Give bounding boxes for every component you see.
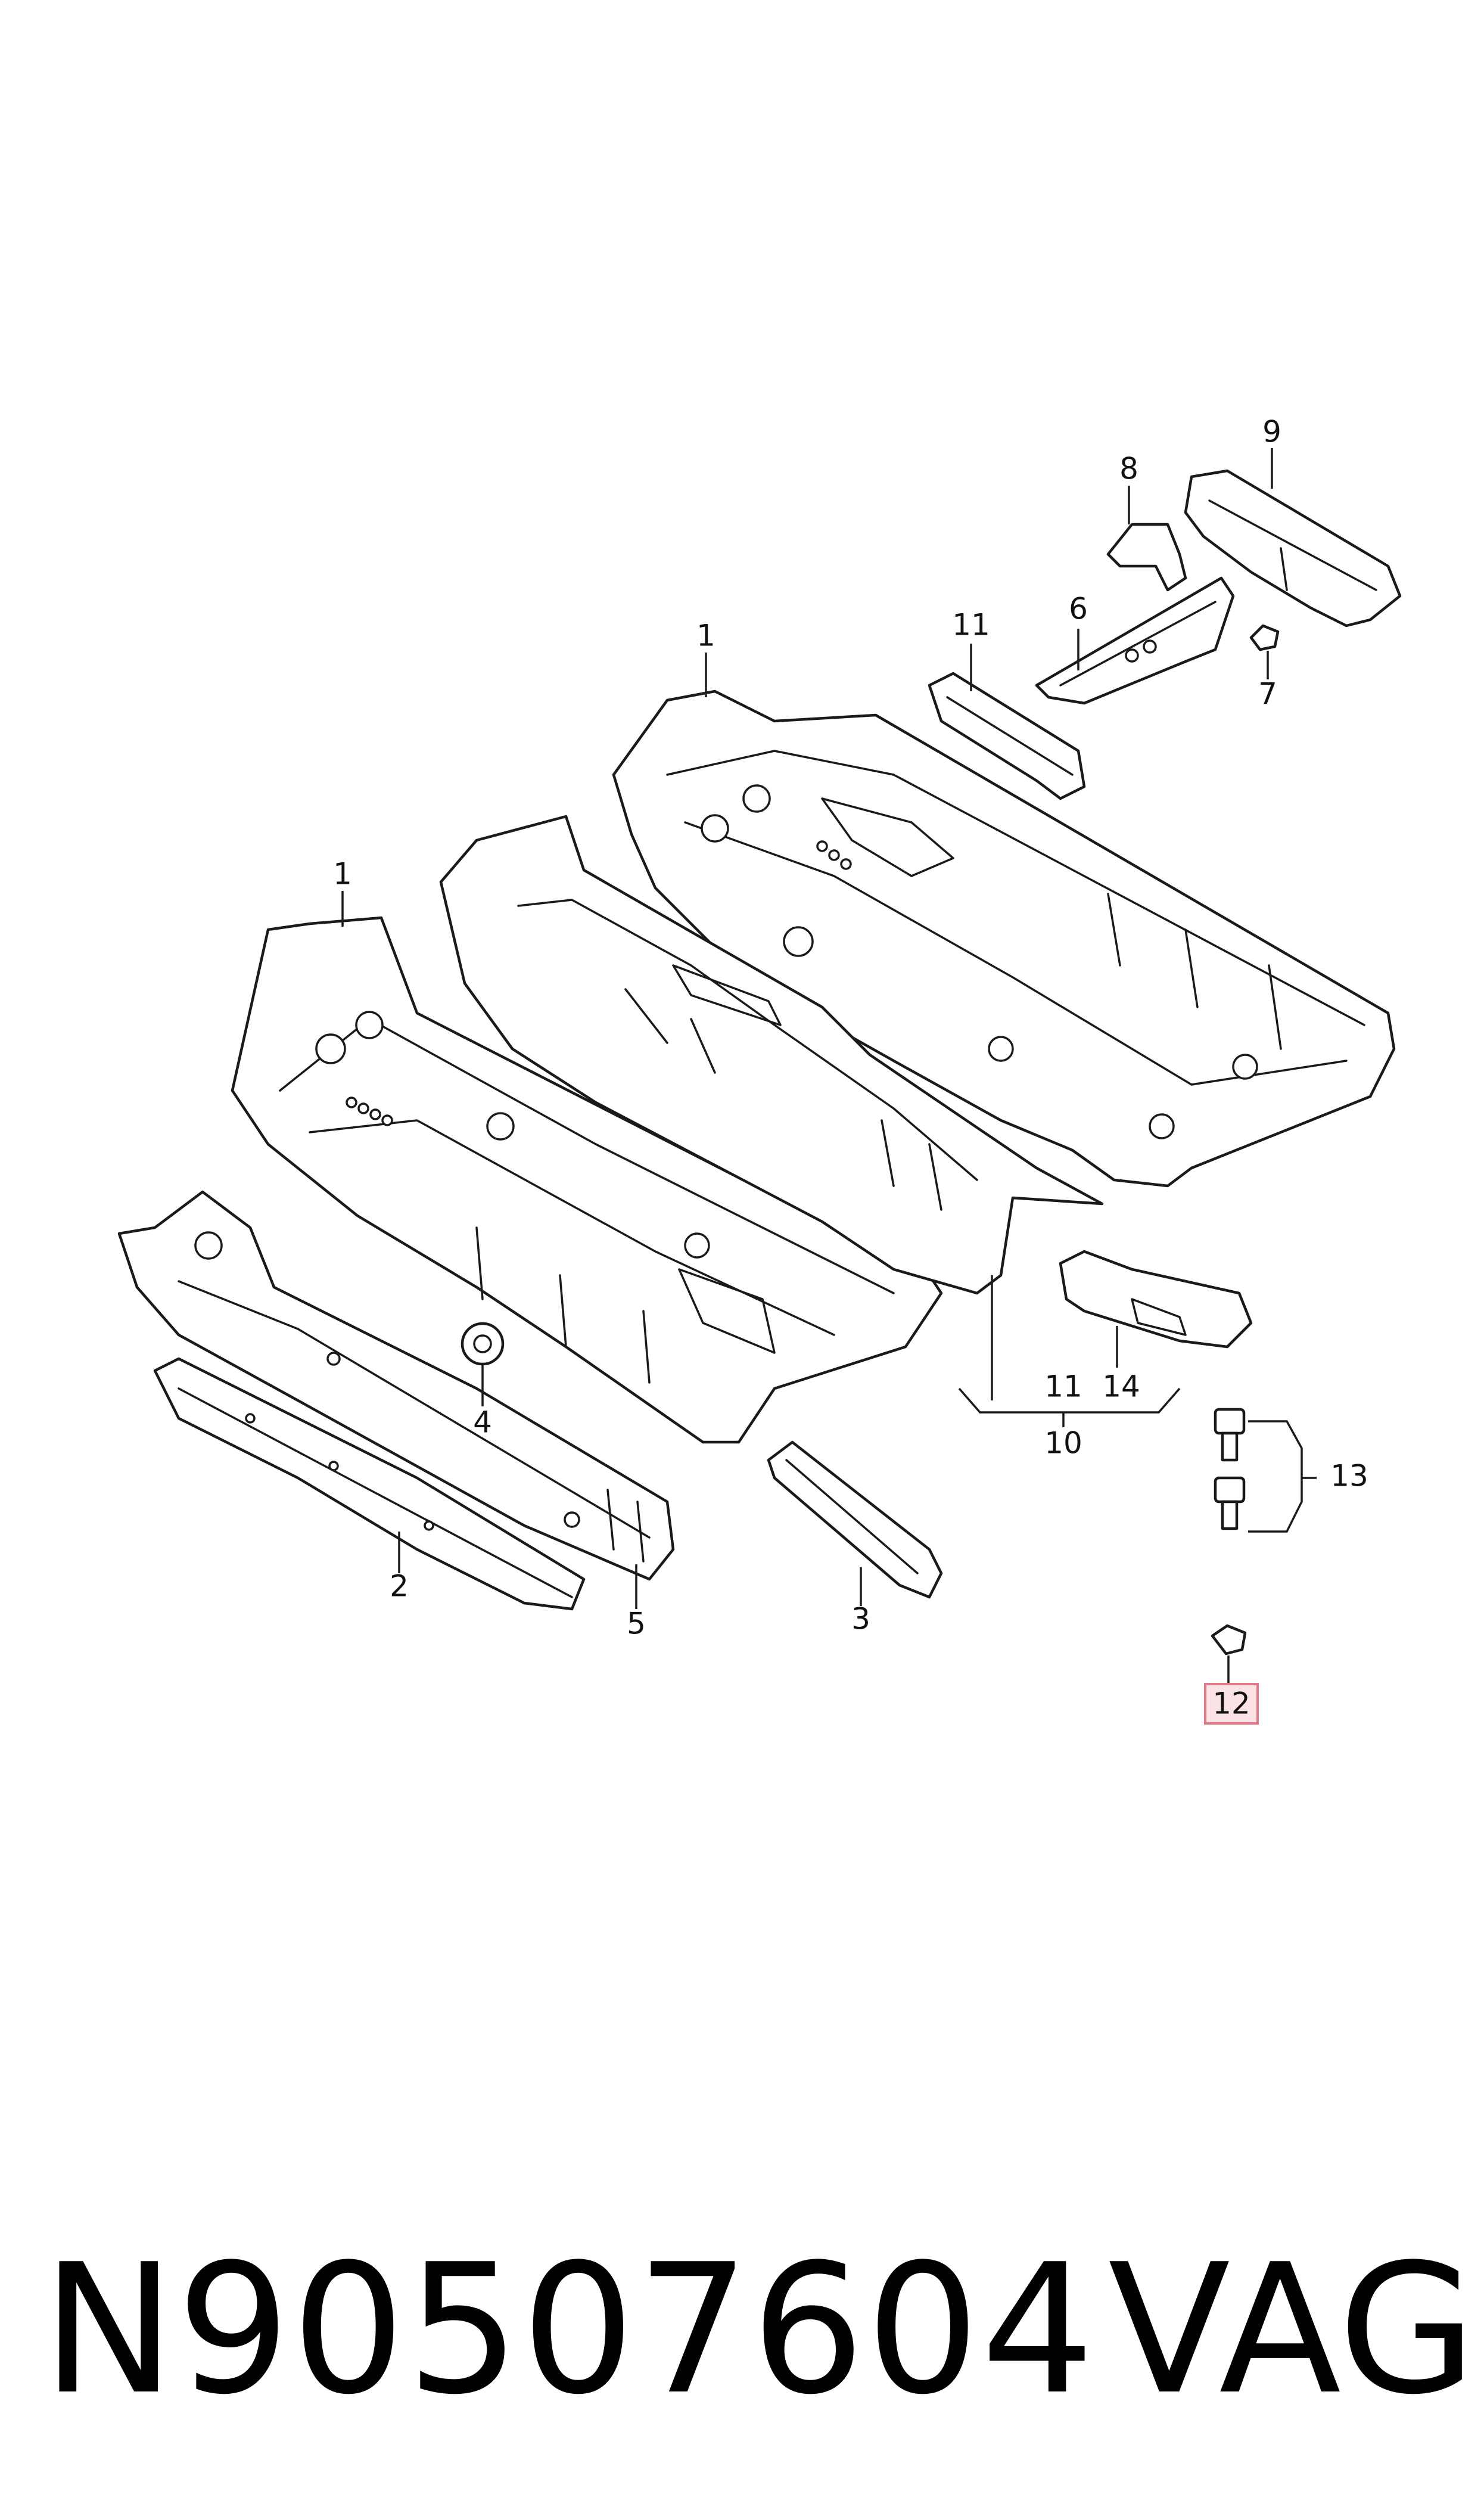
part-number-label: N90507604	[42, 2226, 1096, 2434]
callout-3: 3	[851, 1602, 870, 1636]
part-rear-floor-pan	[612, 689, 1396, 1188]
callout-10: 10	[1044, 1426, 1082, 1461]
part-sill-reinforcement	[153, 1357, 586, 1611]
callout-11-lower: 11	[1044, 1369, 1082, 1404]
part-bracket-14	[1059, 1250, 1253, 1349]
part-nut-12	[1211, 1624, 1247, 1655]
callout-6: 6	[1069, 592, 1088, 626]
exploded-parts-diagram: 1 1 2 3 4 5 6 7 8 9 10 11 11 12 13 14	[117, 415, 1402, 1725]
callout-7: 7	[1258, 677, 1277, 712]
callout-11-upper: 11	[952, 608, 990, 642]
callout-2: 2	[390, 1569, 409, 1604]
part-tunnel-assembly	[439, 815, 1104, 1295]
callout-8: 8	[1119, 452, 1138, 486]
part-bolts-13	[1214, 1408, 1246, 1530]
callout-13: 13	[1330, 1459, 1368, 1493]
callout-5: 5	[627, 1607, 646, 1641]
callout-1-lower: 1	[333, 857, 352, 892]
callout-9: 9	[1262, 415, 1281, 449]
part-bracket-strip	[1035, 576, 1235, 705]
part-bracket-11-upper	[928, 672, 1086, 800]
part-crossmember	[767, 1440, 943, 1599]
callout-labels: 1 1 2 3 4 5 6 7 8 9 10 11 11 12 13 14	[333, 415, 1368, 1721]
callout-14: 14	[1102, 1369, 1140, 1404]
callout-12: 12	[1212, 1686, 1250, 1721]
part-rear-crossmember	[1184, 469, 1402, 628]
part-bracket-8	[1106, 523, 1187, 592]
part-side-member	[117, 1190, 675, 1581]
highlight-box	[1204, 1683, 1259, 1725]
part-grommet	[461, 1322, 505, 1366]
callout-1-upper: 1	[696, 619, 715, 653]
callout-4: 4	[473, 1405, 492, 1440]
leader-lines	[341, 448, 1317, 1684]
brand-label: VAG	[1108, 2226, 1477, 2434]
part-front-floor-pan	[231, 916, 943, 1444]
part-small-nut-7	[1249, 624, 1280, 651]
